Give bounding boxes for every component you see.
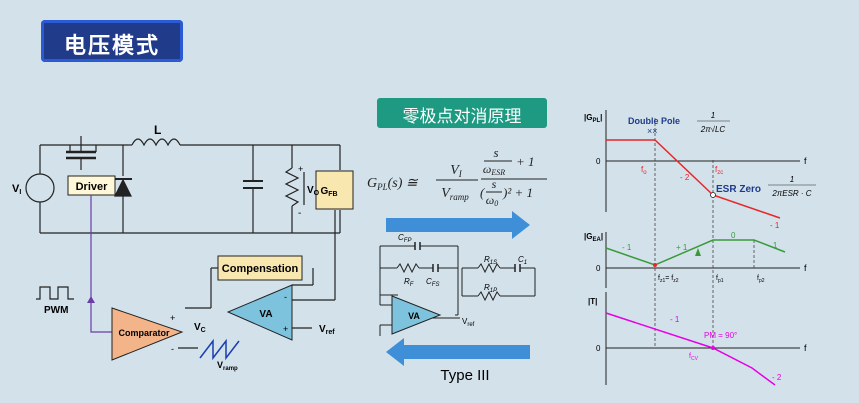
f-axis-2: f [804, 263, 807, 273]
formula-vi: VI [450, 163, 463, 179]
va-plus: + [283, 324, 288, 334]
fp1-label: fp1 [716, 275, 724, 284]
double-pole-label: Double Pole [628, 116, 680, 126]
ea-slope-p1: + 1 [676, 243, 688, 252]
ea-slope-m1: - 1 [622, 243, 632, 252]
formula-s2: s [492, 177, 497, 191]
fo-label: fo [641, 165, 647, 176]
zero-3: 0 [596, 344, 601, 353]
gea-curve [605, 239, 786, 266]
dp-formula-num: 1 [711, 111, 715, 120]
inductor-label: L [154, 123, 161, 137]
comparator-label: Comparator [118, 328, 170, 338]
type3-caption: Type III [440, 367, 489, 384]
pwm-wire [90, 195, 112, 333]
title-box: 电压模式 [41, 20, 183, 62]
formula-sq-plus1: )² + 1 [502, 185, 533, 200]
type3-va-label: VA [408, 311, 420, 321]
bode-plots [605, 110, 800, 386]
va-label: VA [259, 309, 272, 320]
va-amplifier [226, 284, 293, 341]
cfp-label: CFP [398, 233, 411, 244]
f-axis-3: f [804, 343, 807, 353]
t-slope-m1: - 1 [670, 315, 680, 324]
formula-s1: s [493, 145, 498, 160]
compensation-label: Compensation [222, 263, 299, 275]
gea-up-arrow-icon [695, 248, 701, 256]
gpl-axis-label: |GPL| [584, 113, 602, 124]
fzc-label: fzc [715, 165, 723, 176]
r1s-label: R1S [484, 255, 497, 266]
ez-formula-den: 2πESR · C [771, 189, 811, 198]
gfb-label: GFB [320, 186, 337, 198]
gfb-box [315, 170, 354, 210]
ramp-waveform [199, 338, 240, 361]
t-slope-m2: - 2 [772, 373, 782, 382]
fp2-label: fp2 [757, 275, 765, 284]
vo-label: VO [307, 185, 320, 197]
rf-label: RF [404, 277, 414, 288]
pm-label: PM = 90° [704, 331, 737, 340]
c1-label: C1 [518, 255, 527, 266]
type3-va-amplifier [391, 295, 442, 335]
pwm-waveform [36, 286, 74, 300]
vo-plus: + [298, 164, 303, 174]
vref-label: Vref [319, 324, 335, 336]
fcv-label: fCV [689, 353, 699, 362]
cfs-label: CFS [426, 277, 439, 288]
ez-formula-num: 1 [790, 175, 794, 184]
ea-slope-m1b: - 1 [768, 241, 778, 250]
slope-minus1: - 1 [770, 221, 780, 230]
ea-slope-0: 0 [731, 231, 736, 240]
slope-minus2: - 2 [680, 173, 690, 182]
vi-label: VI [12, 183, 21, 196]
vramp-label: Vramp [217, 360, 238, 372]
dp-formula-den: 2π√LC [700, 125, 726, 134]
gpl-curve [606, 139, 781, 219]
comp-minus: - [171, 344, 174, 354]
vc-label: VC [194, 322, 206, 334]
left-arrow-icon [386, 338, 530, 366]
f-axis-1: f [804, 156, 807, 166]
r1p-label: R1P [484, 283, 497, 294]
double-pole-xx: ×× [647, 126, 658, 136]
voltage-source-icon [25, 173, 55, 203]
right-arrow-icon [386, 211, 530, 239]
pwm-label: PWM [44, 305, 68, 316]
t-curve [605, 312, 776, 386]
pwm-arrow-icon [87, 296, 95, 303]
type3-vref-label: Vref [462, 317, 475, 328]
formula-paren-open: ( [480, 185, 485, 200]
subtitle-box: 零极点对消原理 [377, 98, 547, 128]
formula-plus1-top: + 1 [516, 154, 535, 169]
slide-title: 电压模式 [63, 34, 160, 59]
zero-2: 0 [596, 264, 601, 273]
comparator-amplifier [111, 307, 184, 361]
inductor-coil [131, 138, 181, 147]
esr-zero-label: ESR Zero [716, 184, 761, 195]
formula-w0: ω0 [486, 193, 498, 208]
gea-axis-label: |GEA| [584, 232, 603, 243]
slide-subtitle: 零极点对消原理 [402, 107, 522, 127]
buck-circuit [25, 136, 341, 349]
va-minus: - [284, 292, 287, 302]
vo-minus: - [298, 208, 301, 219]
driver-label: Driver [76, 181, 109, 193]
zero-1: 0 [596, 157, 601, 166]
comp-plus: + [170, 313, 175, 323]
transfer-function: GPL(s) ≅ VI Vramp s ωESR + 1 ( s ω0 )² +… [367, 145, 547, 208]
compensation-box [217, 255, 303, 281]
t-axis-label: |T| [588, 297, 597, 306]
formula-lhs: GPL(s) ≅ [367, 176, 419, 192]
formula-wesr: ωESR [483, 162, 505, 177]
fz-label: fz1= fz2 [658, 275, 679, 284]
formula-vramp: Vramp [441, 186, 469, 202]
